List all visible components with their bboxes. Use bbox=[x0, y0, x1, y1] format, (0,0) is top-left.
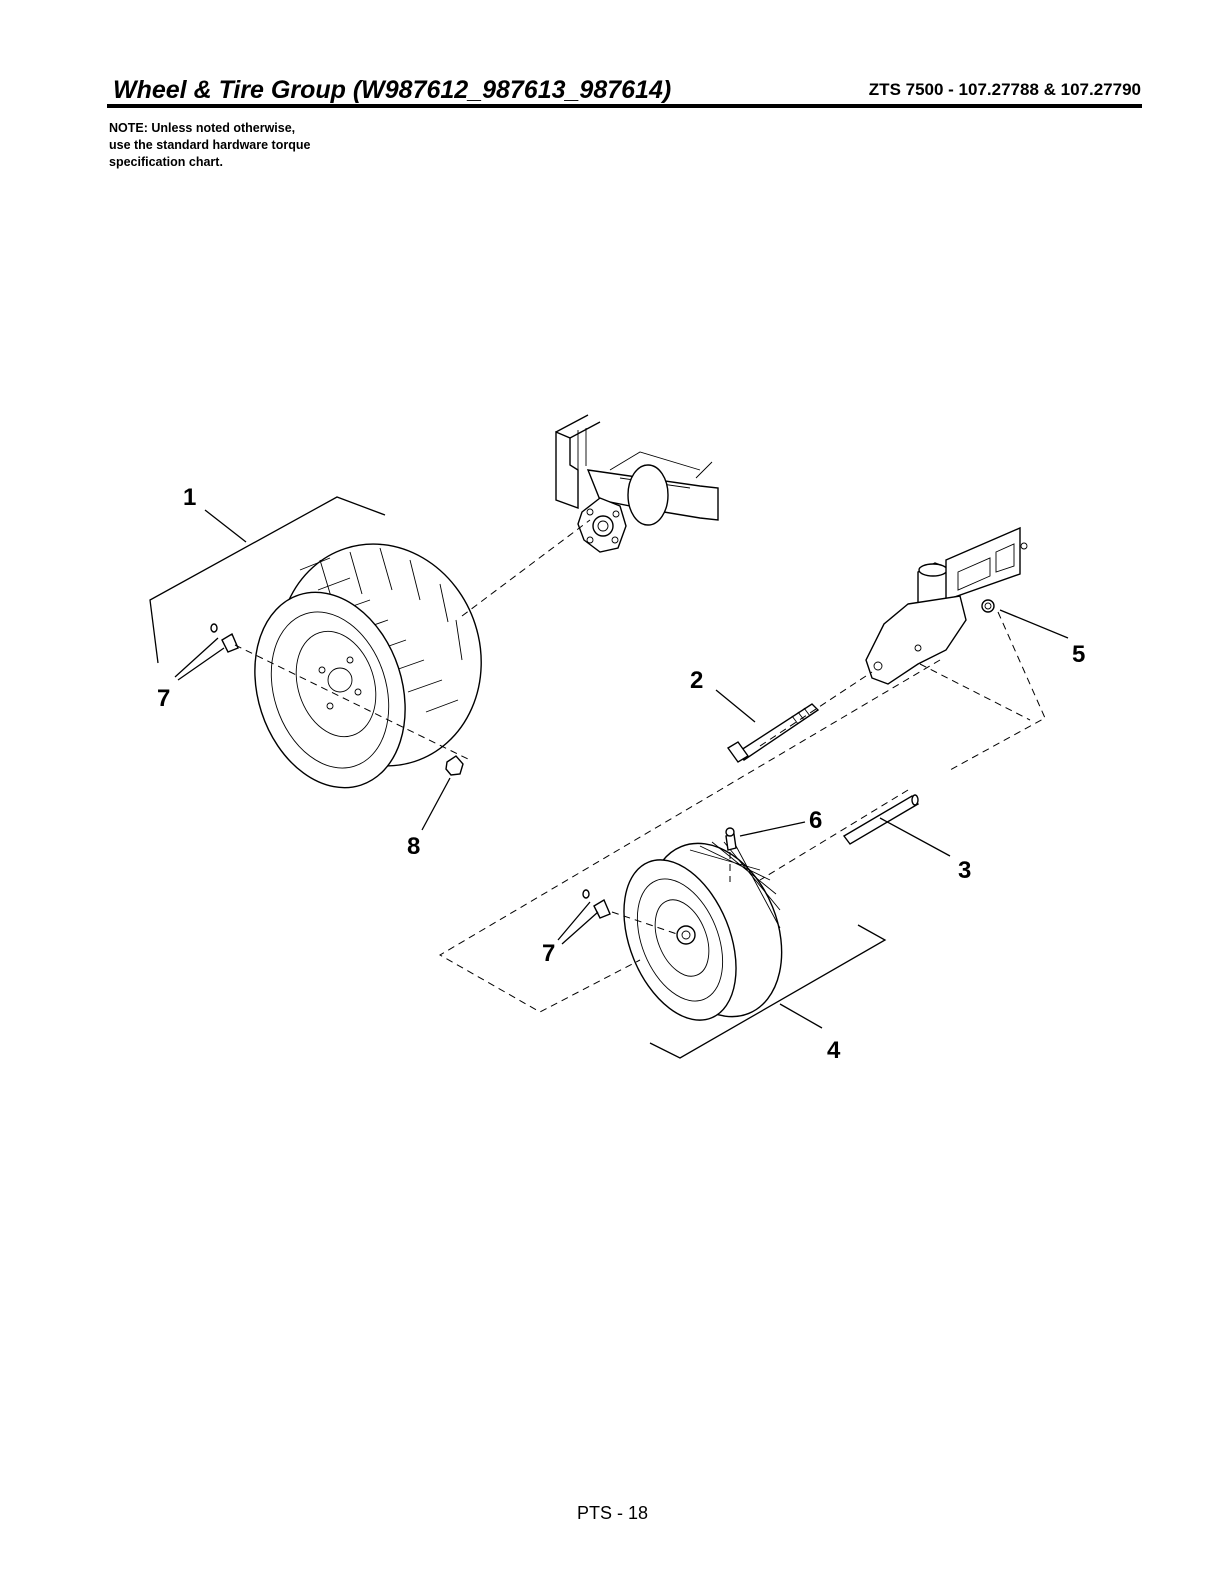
lug-nut bbox=[446, 756, 463, 775]
callout-2: 2 bbox=[690, 667, 703, 694]
front-caster-wheel bbox=[602, 823, 806, 1036]
rear-wheel-tire bbox=[231, 518, 510, 808]
axle-bolt bbox=[728, 704, 818, 762]
grease-fitting bbox=[726, 828, 736, 850]
callout-8: 8 bbox=[407, 833, 420, 860]
callout-3: 3 bbox=[958, 857, 971, 884]
callout-5: 5 bbox=[1072, 641, 1085, 668]
valve-stem-rear bbox=[211, 624, 238, 652]
page-number: PTS - 18 bbox=[0, 1503, 1225, 1524]
callout-1: 1 bbox=[183, 484, 196, 511]
callout-7-rear: 7 bbox=[157, 685, 170, 712]
spacer-tube bbox=[844, 795, 918, 844]
rear-axle-hub-bracket bbox=[556, 415, 718, 552]
callout-4: 4 bbox=[827, 1037, 841, 1064]
callout-6: 6 bbox=[809, 807, 822, 834]
callout-7-front: 7 bbox=[542, 940, 555, 967]
caster-fork-bracket bbox=[866, 528, 1027, 684]
